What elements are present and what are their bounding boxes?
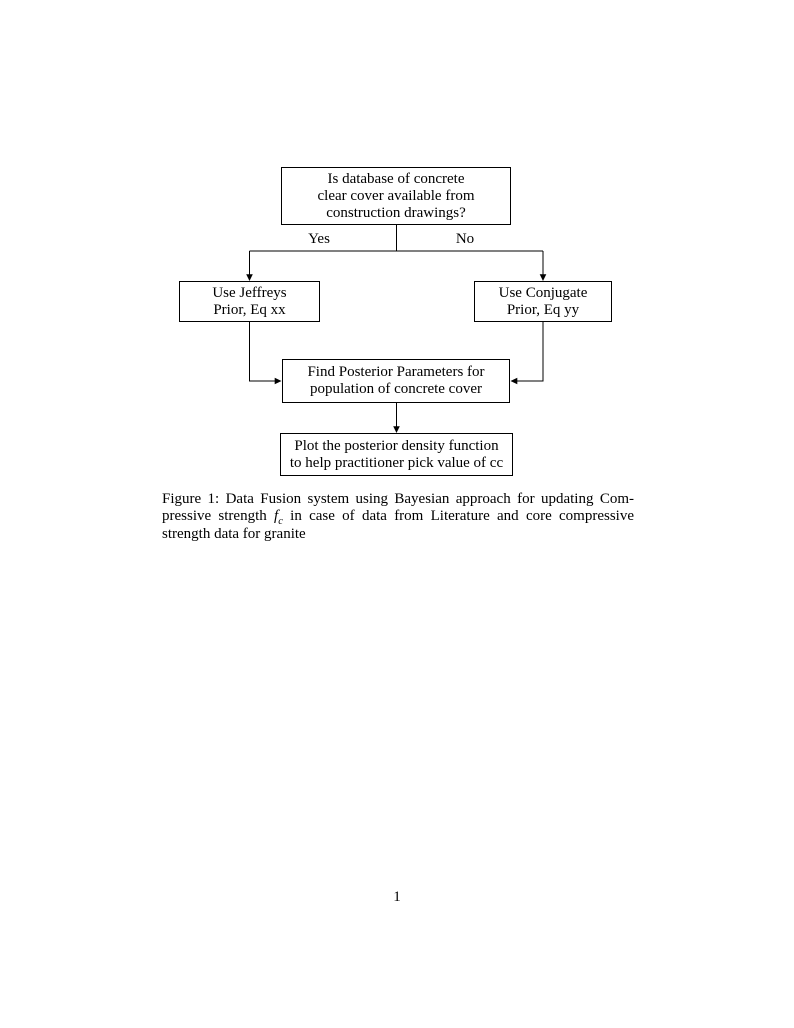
flowchart-node-decision: Is database of concrete clear cover avai… bbox=[281, 167, 511, 225]
flowchart-node-jeffreys-prior: Use Jeffreys Prior, Eq xx bbox=[179, 281, 320, 322]
node-text-line: Prior, Eq xx bbox=[213, 301, 286, 318]
node-text-line: Is database of concrete bbox=[327, 170, 465, 187]
node-text-line: Find Posterior Parameters for bbox=[307, 364, 485, 380]
arrowhead-right-into-posterior bbox=[510, 377, 518, 385]
flowchart-node-conjugate-prior: Use Conjugate Prior, Eq yy bbox=[474, 281, 612, 322]
math-fc: fc bbox=[274, 508, 283, 528]
node-text-line: Use Jeffreys bbox=[212, 284, 287, 301]
node-text-line: Use Conjugate bbox=[498, 284, 588, 301]
flowchart-node-plot-density: Plot the posterior density function to h… bbox=[280, 433, 513, 476]
node-text-line: to help practitioner pick value of cc bbox=[289, 454, 504, 471]
arrowhead-into-jeffreys bbox=[246, 274, 253, 281]
arrowhead-into-plot bbox=[393, 426, 400, 433]
arrowhead-left-into-posterior bbox=[274, 377, 282, 385]
flowchart-node-posterior-parameters: Find Posterior Parameters for population… bbox=[282, 359, 510, 403]
node-text-line: population of concrete cover bbox=[309, 381, 482, 397]
node-text-line: Plot the posterior density function bbox=[294, 437, 499, 454]
node-text-line: Prior, Eq yy bbox=[506, 301, 580, 318]
node-text-line: construction drawings? bbox=[326, 204, 466, 221]
caption-line-2: pressive strength fc in case of data fro… bbox=[162, 508, 635, 528]
node-text-line: clear cover available from bbox=[317, 187, 475, 204]
page-number: 1 bbox=[393, 889, 401, 905]
caption-line-3: strength data for granite bbox=[162, 525, 306, 542]
figure-caption: Figure 1: Data Fusion system using Bayes… bbox=[162, 491, 634, 543]
arrowhead-into-conjugate bbox=[539, 274, 547, 281]
edge-label-no: No bbox=[455, 231, 475, 247]
edge-label-yes: Yes bbox=[308, 231, 330, 247]
edge-conjugate-to-posterior bbox=[516, 322, 544, 382]
caption-line-1: Figure 1: Data Fusion system using Bayes… bbox=[162, 491, 634, 507]
edge-jeffreys-to-posterior bbox=[249, 322, 276, 382]
